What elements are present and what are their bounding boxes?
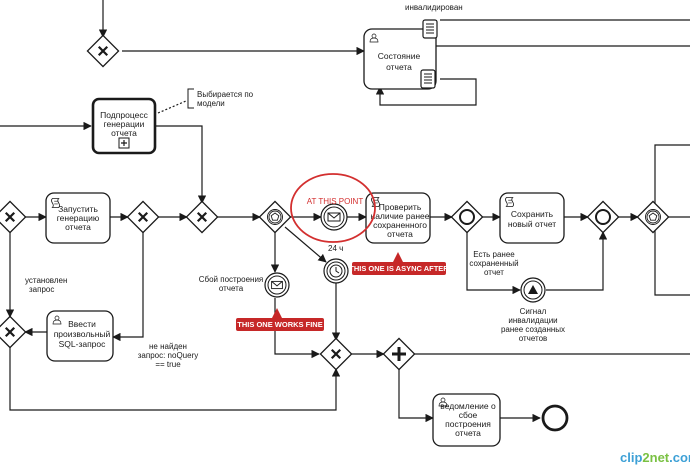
watermark-part1: clip xyxy=(620,450,642,465)
label-query-not-found-3: == true xyxy=(155,360,181,369)
watermark-part2: 2net xyxy=(642,450,669,465)
label-build-failure-2: отчета xyxy=(219,284,244,293)
task-check-saved-line4: отчета xyxy=(387,229,413,239)
task-start-generation: Запустить генерацию отчета xyxy=(45,192,111,244)
label-invalidated: инвалидирован xyxy=(405,3,463,12)
label-signal-2: инвалидации xyxy=(508,316,557,325)
flow-bottom-loop xyxy=(9,347,341,411)
datastore-bottom xyxy=(420,69,436,89)
task-save-report-line1: Сохранить xyxy=(511,209,554,219)
sequence-flows xyxy=(0,0,690,423)
gateway-top-exclusive xyxy=(86,34,120,68)
gateway-save-merge xyxy=(586,200,620,234)
gateway-failure-exclusive xyxy=(319,337,353,371)
flow-signal-up xyxy=(546,231,608,291)
label-saved-exists-1: Есть ранее xyxy=(473,250,515,259)
label-signal-3: ранее созданных xyxy=(501,325,565,334)
subprocess-line3: отчета xyxy=(111,128,137,138)
label-saved-exists-3: отчет xyxy=(484,268,504,277)
task-start-generation-line1: Запустить xyxy=(58,204,98,214)
annotation-line2: модели xyxy=(197,99,225,108)
message-catch-event-failure xyxy=(264,272,290,298)
task-check-saved: Проверить наличие ранее сохраненного отч… xyxy=(365,192,431,244)
text-annotation: Выбирается по модели xyxy=(187,88,254,109)
label-query-not-found-2: запрос: noQuery xyxy=(138,351,198,360)
task-notify-failure-line4: отчета xyxy=(455,428,481,438)
gateway-left-exclusive xyxy=(0,200,27,234)
callout-async-after: THIS ONE IS ASYNC AFTER xyxy=(349,252,449,275)
watermark-part3: .com xyxy=(669,450,690,465)
gateway-sql-exclusive xyxy=(126,200,160,234)
task-state-report: Состояние отчета xyxy=(363,28,437,90)
flow-subprocess-to-gw xyxy=(155,125,207,204)
task-save-report: Сохранить новый отчет xyxy=(499,192,565,244)
task-enter-sql-line3: SQL-запрос xyxy=(59,339,107,349)
task-start-generation-line2: генерацию xyxy=(57,213,100,223)
watermark-logo: clip2net.com xyxy=(620,450,690,465)
subprocess-expand-icon[interactable] xyxy=(118,137,130,149)
timer-catch-event xyxy=(323,258,349,284)
flow-gw-down xyxy=(466,232,521,295)
gateway-parallel xyxy=(382,337,416,371)
association-note xyxy=(157,100,187,114)
signal-catch-event xyxy=(520,277,546,303)
gateway-merge-exclusive xyxy=(185,200,219,234)
task-notify-failure-line1: ведомление о xyxy=(440,401,496,411)
callout-works-fine-text: THIS ONE WORKS FINE xyxy=(237,320,322,329)
annotation-at-this-point: AT THIS POINT xyxy=(307,197,364,206)
label-query-set-2: запрос xyxy=(29,285,54,294)
annotation-line1: Выбирается по xyxy=(197,90,254,99)
label-query-not-found-1: не найден xyxy=(149,342,187,351)
task-check-saved-line1: Проверить xyxy=(379,202,422,212)
label-saved-exists-2: сохраненный xyxy=(469,259,518,268)
task-enter-sql-line2: произвольный xyxy=(54,329,111,339)
flow-gw2-sql xyxy=(112,232,144,342)
flow-par-down xyxy=(398,369,434,423)
task-enter-sql-line1: Ввести xyxy=(68,319,96,329)
label-timer: 24 ч xyxy=(328,244,343,253)
task-notify-failure: ведомление о сбое построения отчета xyxy=(432,393,501,447)
gateway-event-based xyxy=(258,200,292,234)
subprocess-line2: генерации xyxy=(104,119,145,129)
task-check-saved-line2: наличие ранее xyxy=(371,211,430,221)
callout-works-fine: THIS ONE WORKS FINE xyxy=(236,308,324,331)
task-check-saved-line3: сохраненного xyxy=(373,220,427,230)
label-signal-1: Сигнал xyxy=(520,307,547,316)
gateway-bottom-left-exclusive xyxy=(0,315,27,349)
end-event xyxy=(541,404,569,432)
task-state-report-line1: Состояние xyxy=(378,51,421,61)
red-highlight-circle: AT THIS POINT xyxy=(290,173,376,243)
task-start-generation-line3: отчета xyxy=(65,222,91,232)
flow-evgw-to-timer xyxy=(284,226,327,263)
subprocess-report-generation: Подпроцесс генерации отчета xyxy=(91,97,157,155)
subprocess-line1: Подпроцесс xyxy=(100,110,148,120)
callout-async-after-text: THIS ONE IS ASYNC AFTER xyxy=(349,264,449,273)
watermark-text: clip2net.com xyxy=(620,450,690,465)
task-notify-failure-line2: сбое xyxy=(459,410,478,420)
label-query-set-1: установлен xyxy=(25,276,67,285)
task-enter-sql: Ввести произвольный SQL-запрос xyxy=(46,310,114,362)
gateway-event-based-right xyxy=(636,200,670,234)
flow-state-bottom xyxy=(375,78,477,106)
gateway-check-exclusive xyxy=(450,200,484,234)
label-build-failure-1: Сбой построения xyxy=(199,275,264,284)
task-state-report-line2: отчета xyxy=(386,62,412,72)
label-signal-4: отчетов xyxy=(519,334,548,343)
task-notify-failure-line3: построения xyxy=(445,419,491,429)
datastore-top xyxy=(422,19,438,39)
task-save-report-line2: новый отчет xyxy=(508,219,556,229)
message-catch-event-main xyxy=(320,203,348,231)
